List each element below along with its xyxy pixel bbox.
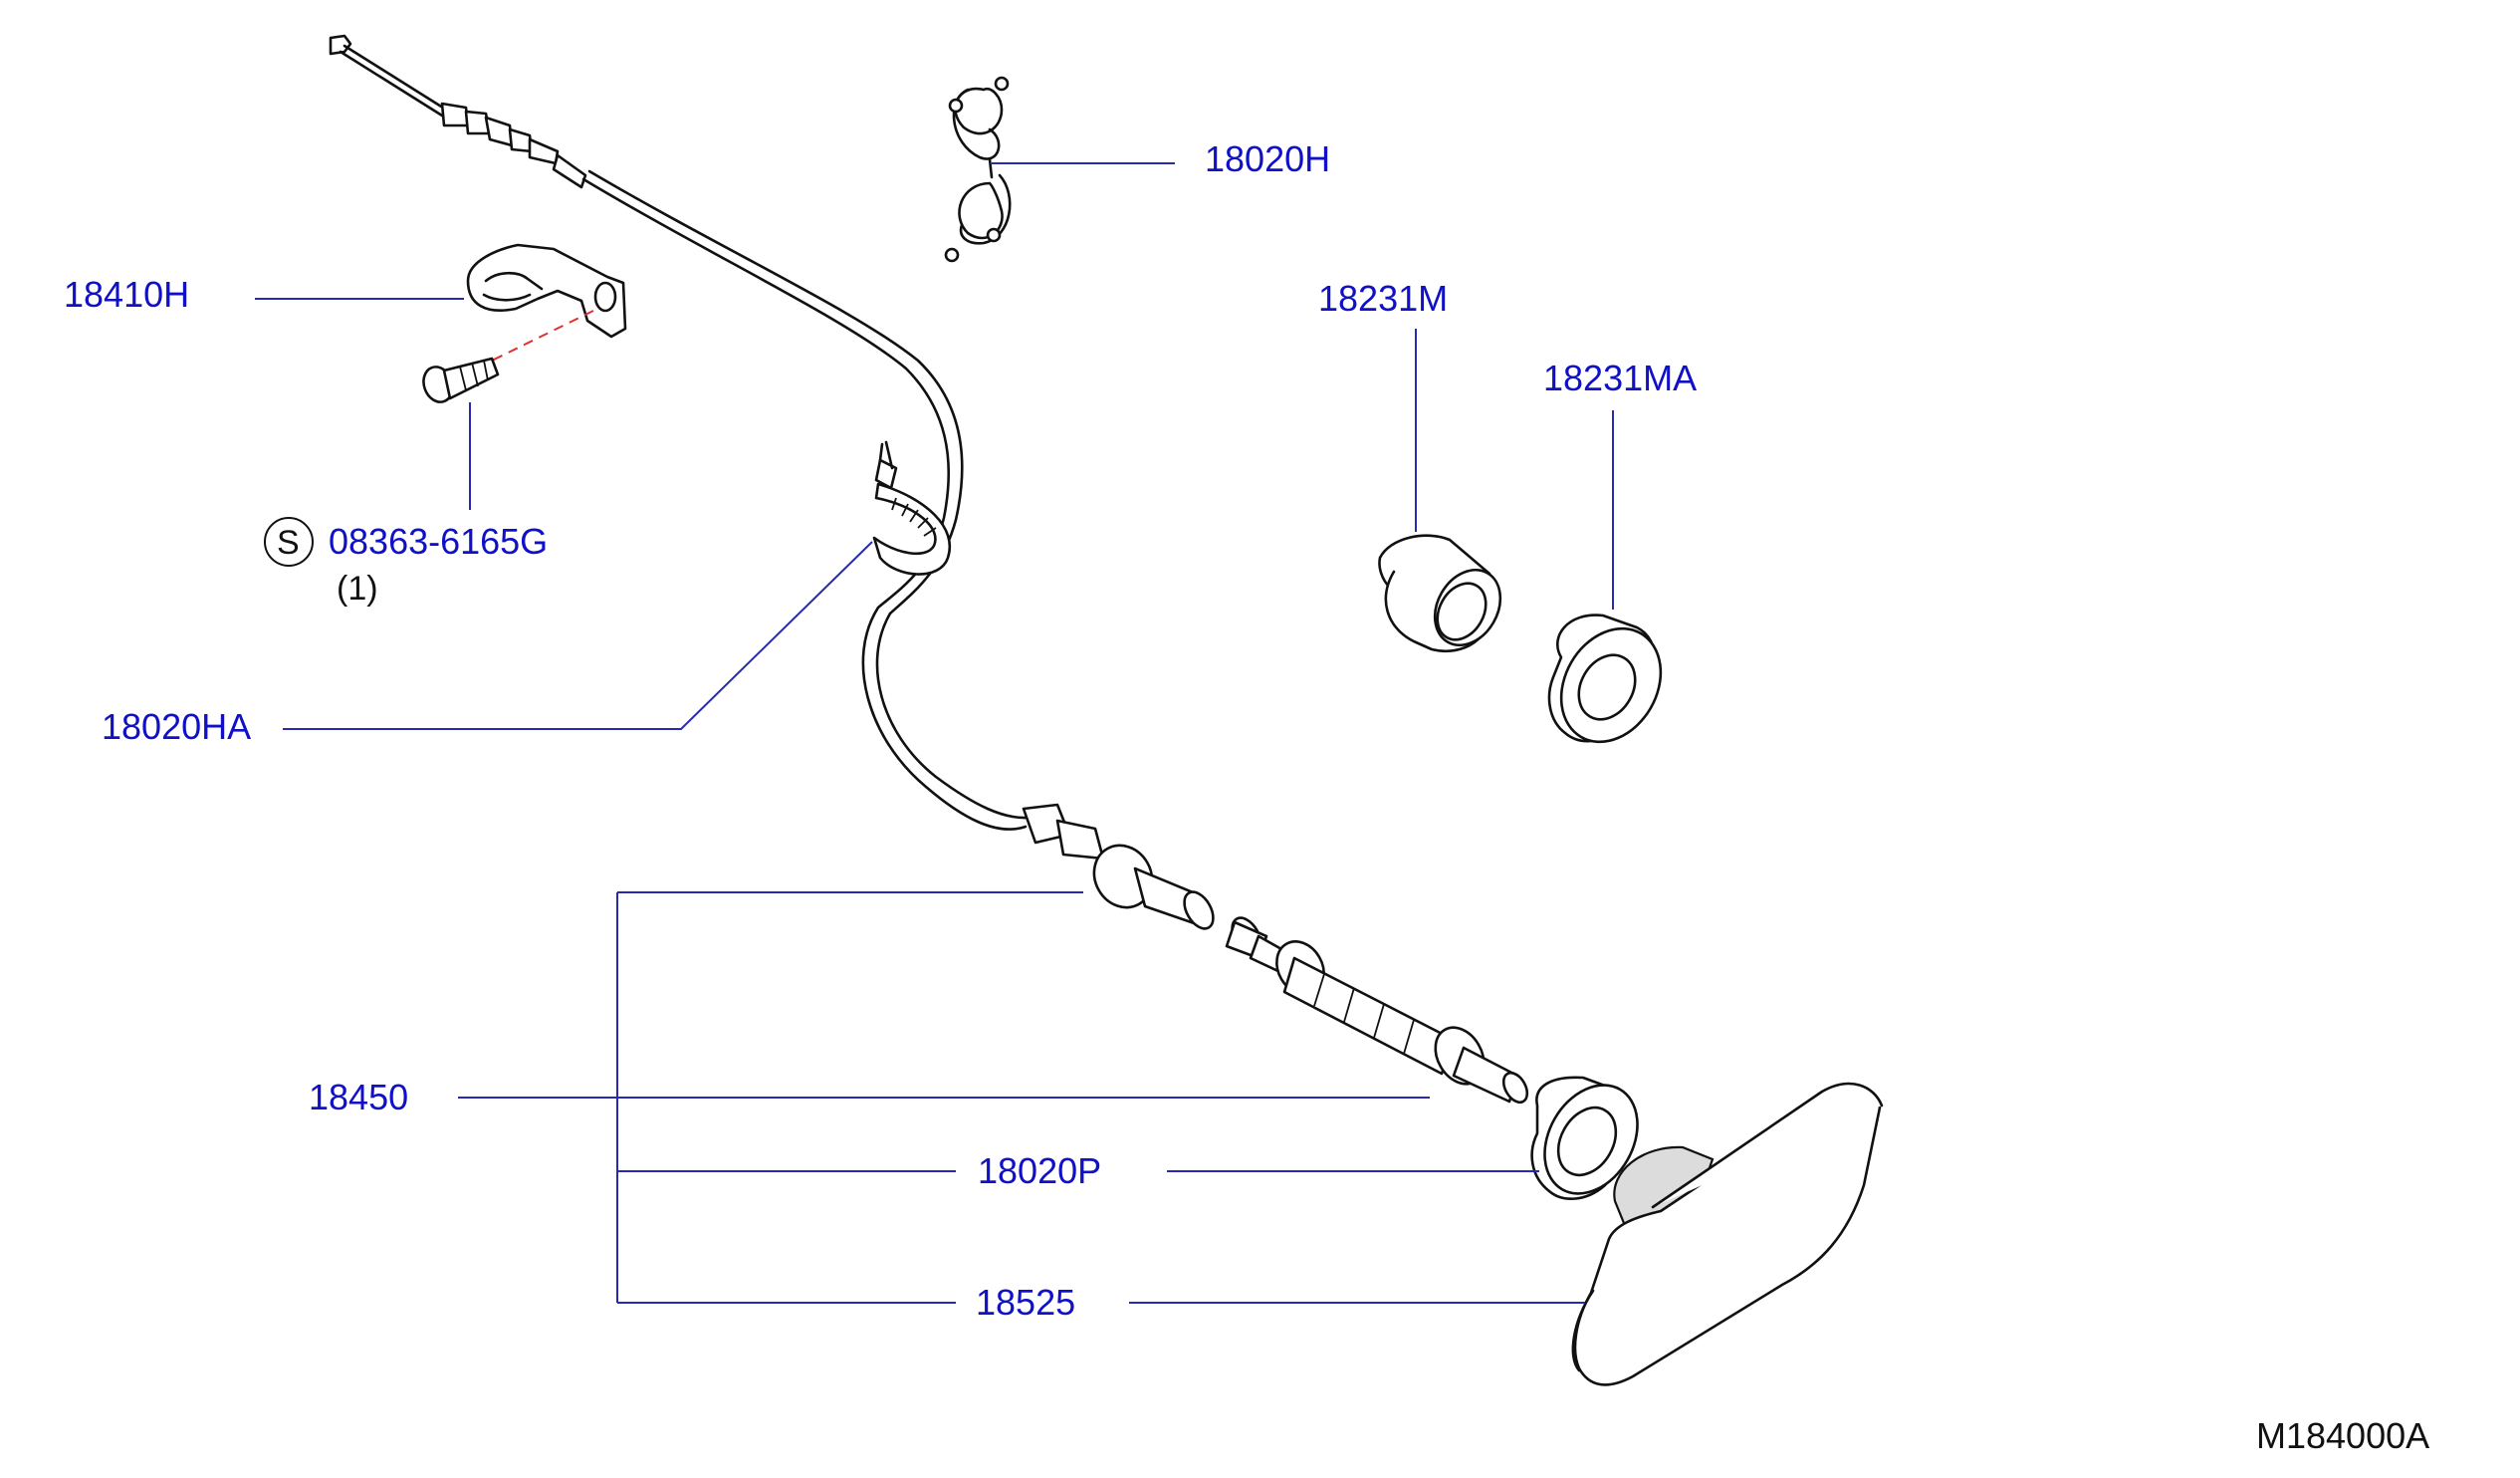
- grommet-18231MA: 18231MA: [1543, 358, 1697, 744]
- pedal-rod-18450: [1225, 916, 1529, 1105]
- label-18231MA: 18231MA: [1543, 358, 1697, 398]
- cable-clip-18020H: 18020H: [944, 76, 1330, 263]
- standard-part-symbol: S: [277, 524, 300, 562]
- label-18525: 18525: [976, 1282, 1075, 1323]
- group-leaders: 18450 18020P 18525: [309, 891, 1585, 1323]
- bracket-18410H: 18410H: [64, 243, 627, 364]
- label-18020H: 18020H: [1205, 138, 1330, 179]
- label-18020P: 18020P: [978, 1150, 1101, 1191]
- label-18231M: 18231M: [1318, 278, 1448, 319]
- pedal-pad-18525: [1571, 1082, 1884, 1386]
- diagram-code: M184000A: [2256, 1415, 2429, 1456]
- label-08363-6165G: 08363-6165G: [329, 521, 548, 562]
- grommet-18231M: 18231M: [1318, 278, 1502, 652]
- cable-tie-18020HA: 18020HA: [102, 541, 873, 747]
- grommet-18020P: [1530, 1076, 1639, 1201]
- accelerator-cable: [329, 34, 1215, 930]
- label-18020HA: 18020HA: [102, 706, 251, 747]
- label-quantity: (1): [337, 570, 378, 608]
- screw-08363-6165G: S 08363-6165G (1): [264, 357, 548, 608]
- label-18410H: 18410H: [64, 274, 189, 315]
- label-18450: 18450: [309, 1077, 408, 1117]
